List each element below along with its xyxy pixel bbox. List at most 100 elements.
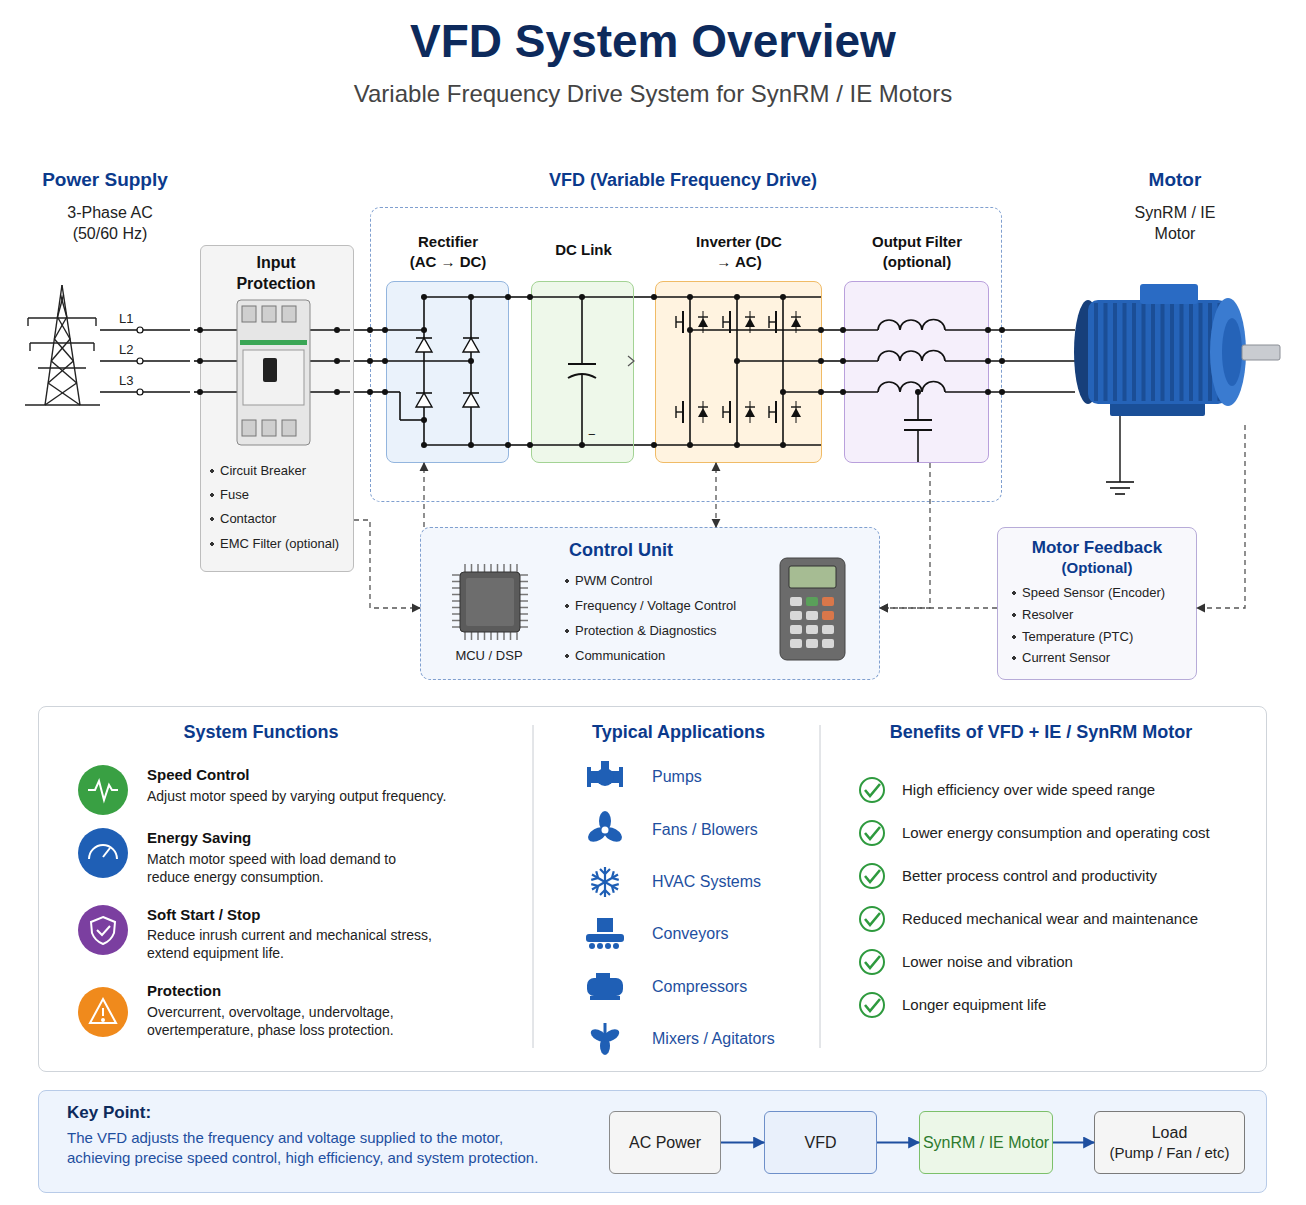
illustration-part <box>729 401 731 423</box>
connector <box>634 444 655 446</box>
node-text: System Functions <box>121 721 401 744</box>
edge-label: L2 <box>118 342 134 358</box>
illustration-part <box>520 594 528 596</box>
illustration-part <box>382 358 388 364</box>
node-text: (Optional) <box>1001 558 1193 578</box>
node-text: AC Power <box>629 1132 701 1154</box>
illustration-part <box>51 339 70 361</box>
illustration-part <box>452 581 460 583</box>
illustration-part <box>878 351 945 361</box>
illustration-part <box>604 1023 607 1039</box>
illustration-part <box>503 632 505 640</box>
node-box: DC Link <box>531 281 634 463</box>
illustration-part <box>750 311 751 333</box>
illustration-part <box>137 358 143 364</box>
node-text: Rectifier (AC → DC) <box>403 232 493 271</box>
illustration-part <box>723 411 730 412</box>
edge-label: L1 <box>118 311 134 327</box>
illustration-part <box>586 824 609 844</box>
illustration-part <box>806 625 818 634</box>
illustration-part <box>818 327 824 333</box>
illustration-part <box>516 632 518 640</box>
illustration-part <box>860 778 884 802</box>
illustration-part <box>421 327 427 333</box>
illustration-part <box>78 765 128 815</box>
illustration-part <box>30 342 94 343</box>
illustration-part <box>917 392 919 420</box>
illustration-part <box>592 875 618 890</box>
illustration-part <box>520 607 528 609</box>
illustration-part <box>1119 416 1120 482</box>
illustration-part <box>780 294 786 300</box>
node-box: VFD (Variable Frequency Drive)Rectifier … <box>370 207 1002 502</box>
node-text: PWM Control <box>564 573 774 590</box>
illustration-part <box>676 321 683 322</box>
node-text: Load <box>1152 1122 1188 1144</box>
illustration-part <box>843 360 878 362</box>
illustration-part <box>917 430 919 462</box>
illustration-part <box>999 389 1005 395</box>
node-text: MCU / DSP <box>439 648 539 665</box>
illustration-part <box>579 294 585 300</box>
node-text: Motor <box>1100 168 1250 193</box>
node-text: Protection & Diagnostics <box>564 623 774 640</box>
node-text: Benefits of VFD + IE / SynRM Motor <box>851 721 1231 744</box>
illustration-part <box>769 321 776 322</box>
illustration-part <box>520 600 528 602</box>
illustration-part <box>282 420 296 436</box>
illustration-part <box>945 360 988 362</box>
node-text: Communication <box>564 648 774 665</box>
illustration-part <box>197 389 203 395</box>
label-text: Conveyors <box>652 924 812 945</box>
illustration-part <box>399 392 401 420</box>
label-text: Better process control and productivity <box>902 866 1252 886</box>
illustration-part <box>789 566 836 588</box>
illustration-part <box>592 875 618 890</box>
illustration-part <box>1218 303 1222 401</box>
illustration-part <box>530 296 633 298</box>
illustration-part <box>89 845 117 859</box>
illustration-part <box>734 294 740 300</box>
illustration-part <box>505 294 511 300</box>
label-text: Fans / Blowers <box>652 820 812 841</box>
illustration-part <box>27 318 28 326</box>
illustration-part <box>102 1008 104 1016</box>
illustration-part <box>737 360 821 362</box>
illustration-part <box>820 725 821 1048</box>
illustration-part <box>282 306 296 322</box>
illustration-part <box>242 420 256 436</box>
illustration-part <box>682 401 684 423</box>
label-text: Overcurrent, overvoltage, undervoltage, … <box>147 1003 447 1039</box>
node-text: Control Unit <box>521 539 721 562</box>
illustration-part <box>775 401 777 423</box>
node-box: Power Supply3-Phase AC (50/60 Hz) <box>20 165 194 410</box>
illustration-part <box>840 358 846 364</box>
illustration-part <box>452 600 460 602</box>
illustration-part <box>1094 303 1098 401</box>
node-text: Key Point: <box>67 1102 267 1124</box>
illustration-part <box>865 784 880 796</box>
illustration-part <box>520 574 528 576</box>
illustration-part <box>90 999 116 1023</box>
node-box: Input ProtectionCircuit BreakerFuseConta… <box>200 245 354 572</box>
illustration-part <box>600 890 610 895</box>
illustration-part <box>520 581 528 583</box>
illustration-part <box>878 382 945 392</box>
node-text: SynRM / IE Motor <box>923 1132 1049 1154</box>
illustration-part <box>999 358 1005 364</box>
illustration-part <box>463 393 479 407</box>
label-text: Lower energy consumption and operating c… <box>902 823 1252 843</box>
node-text: Inverter (DC → AC) <box>694 232 784 271</box>
illustration-part <box>915 389 921 395</box>
illustration-part <box>703 401 704 423</box>
illustration-part <box>48 361 73 383</box>
illustration-part <box>698 318 708 327</box>
illustration-part <box>45 383 77 405</box>
illustration-part <box>591 882 600 893</box>
illustration-part <box>586 934 624 942</box>
label-text: Soft Start / Stop <box>147 905 477 925</box>
node-box: Load(Pump / Fan / etc) <box>1094 1111 1245 1174</box>
illustration-part <box>1210 298 1246 406</box>
node-box: Control UnitPWM ControlFrequency / Volta… <box>420 527 880 680</box>
illustration-part <box>687 442 693 448</box>
